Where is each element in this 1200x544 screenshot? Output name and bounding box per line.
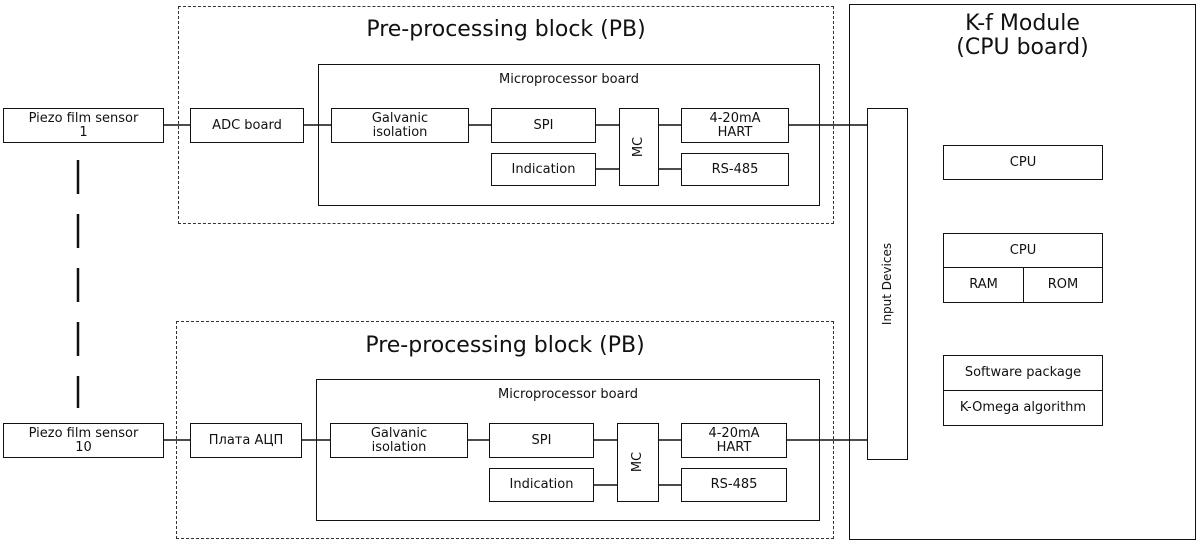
microprocessor-board-bottom [316,379,820,521]
indication-bottom: Indication [489,468,594,502]
mc-top [619,108,659,186]
input-devices-label: Input Devices [880,242,894,326]
rom-box: ROM [1023,267,1103,303]
pb-top-title: Pre-processing block (PB) [366,17,646,42]
spi-bottom: SPI [489,423,594,458]
galvanic-isolation-top: Galvanic isolation [331,108,469,143]
pb-bottom-title: Pre-processing block (PB) [365,333,645,358]
galvanic-isolation-bottom: Galvanic isolation [330,423,468,458]
hart-bottom: 4-20mA HART [681,423,787,458]
microprocessor-board-top [318,64,820,206]
k-omega-algorithm-box: K-Omega algorithm [943,390,1103,426]
adc-board-top: ADC board [190,108,304,143]
cpu-memory-cpu: CPU [943,233,1103,268]
mc-bottom-label: MC [630,451,645,473]
pb-bottom-frame [176,321,834,539]
hart-top: 4-20mA HART [681,108,789,143]
pb-top-frame [178,6,834,224]
indication-top: Indication [491,153,596,186]
piezo-sensor-10: Piezo film sensor 10 [3,423,164,458]
microprocessor-board-top-title: Microprocessor board [499,72,639,87]
cpu-box: CPU [943,145,1103,180]
mc-bottom [617,423,659,502]
rs485-bottom: RS-485 [681,468,787,502]
adc-board-bottom: Плата АЦП [190,423,302,458]
microprocessor-board-bottom-title: Microprocessor board [498,387,638,402]
kf-module-title: K-f Module (CPU board) [956,11,1089,60]
mc-top-label: MC [631,136,646,158]
rs485-top: RS-485 [681,153,789,186]
kf-module-frame [849,4,1196,540]
input-devices-box [867,108,908,460]
ram-box: RAM [943,267,1024,303]
software-package-box: Software package [943,355,1103,391]
spi-top: SPI [491,108,596,143]
piezo-sensor-1: Piezo film sensor 1 [3,108,164,143]
